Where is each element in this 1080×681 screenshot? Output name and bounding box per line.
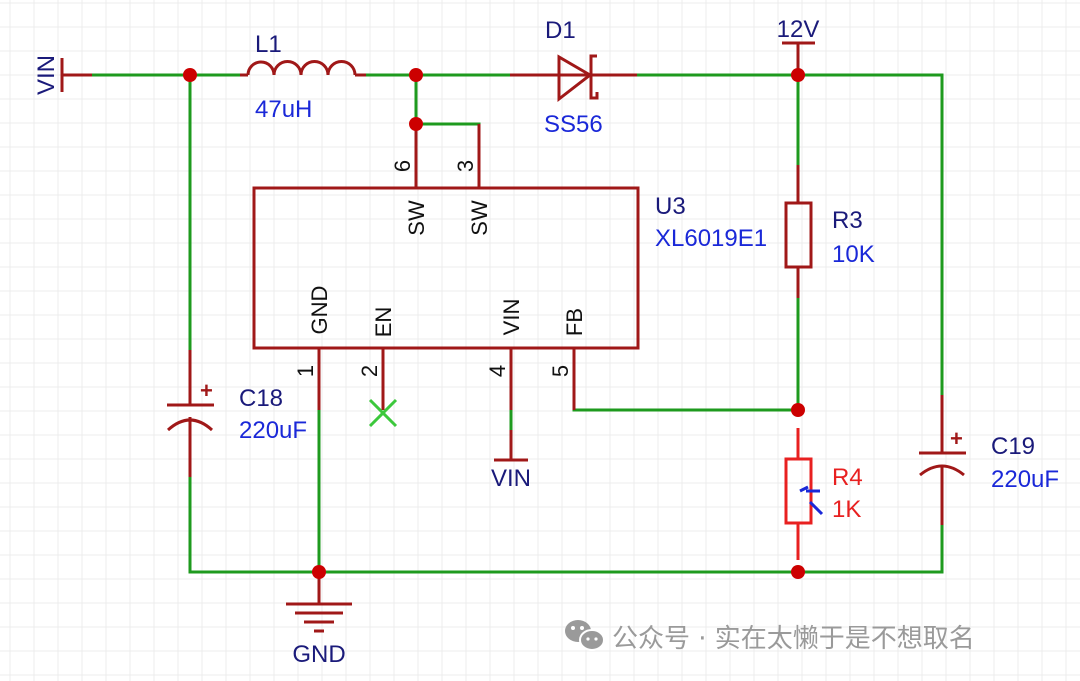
C19-polarity: + bbox=[950, 426, 963, 451]
R4-selection-arrow-icon bbox=[799, 485, 824, 516]
vin-port-left[interactable]: VIN bbox=[33, 55, 92, 95]
junction-gnd bbox=[312, 565, 326, 579]
C18-polarity: + bbox=[200, 378, 213, 403]
junction-12v bbox=[791, 68, 805, 82]
vin-bottom-label: VIN bbox=[491, 465, 531, 492]
R4-value: 1K bbox=[832, 496, 861, 523]
watermark: 公众号 · 实在太懒于是不想取名 bbox=[565, 620, 975, 654]
U3-pin-name-fb: FB bbox=[562, 308, 587, 336]
ic-U3[interactable]: 6 3 SW SW GND EN VIN FB 1 2 4 5 U3 XL601… bbox=[252, 124, 767, 460]
U3-value: XL6019E1 bbox=[655, 225, 767, 252]
U3-pin-name-sw1: SW bbox=[404, 200, 429, 236]
wires bbox=[90, 73, 944, 574]
U3-pin-num-3: 3 bbox=[453, 160, 478, 172]
12v-port[interactable]: 12V bbox=[777, 16, 820, 75]
U3-pin-num-1: 1 bbox=[293, 365, 318, 377]
U3-pin-name-en: EN bbox=[371, 307, 396, 338]
wechat-icon bbox=[565, 620, 605, 651]
wire-gnd-rail bbox=[188, 475, 944, 574]
gnd-port[interactable]: GND bbox=[286, 572, 352, 668]
resistor-R4[interactable]: R4 1K bbox=[784, 428, 863, 560]
vin-port-bottom[interactable]: VIN bbox=[491, 458, 531, 492]
junction-gnd-r4 bbox=[791, 565, 805, 579]
junction-sw bbox=[409, 68, 423, 82]
C18-designator: C18 bbox=[239, 385, 283, 412]
U3-pin-name-vin: VIN bbox=[499, 299, 524, 336]
capacitor-C18[interactable]: + C18 220uF bbox=[166, 350, 307, 477]
U3-pin-num-5: 5 bbox=[548, 365, 573, 377]
U3-pin-name-sw2: SW bbox=[467, 200, 492, 236]
gnd-label: GND bbox=[292, 641, 345, 668]
R4-designator: R4 bbox=[832, 464, 863, 491]
inductor-L1[interactable]: L1 47uH bbox=[240, 31, 366, 123]
C19-value: 220uF bbox=[991, 466, 1059, 493]
no-connect-marker bbox=[368, 398, 398, 428]
junction-vin bbox=[183, 68, 197, 82]
wire-12v-rail bbox=[635, 73, 944, 407]
junction-sw-bridge bbox=[409, 117, 423, 131]
D1-value: SS56 bbox=[544, 111, 603, 138]
U3-pin-num-4: 4 bbox=[485, 365, 510, 377]
U3-pin-name-gnd: GND bbox=[307, 286, 332, 335]
R3-designator: R3 bbox=[832, 207, 863, 234]
junction-fb bbox=[791, 403, 805, 417]
vin-left-label: VIN bbox=[33, 55, 60, 95]
C19-designator: C19 bbox=[991, 433, 1035, 460]
U3-designator: U3 bbox=[655, 193, 686, 220]
watermark-text: 公众号 · 实在太懒于是不想取名 bbox=[612, 624, 975, 654]
C18-value: 220uF bbox=[239, 417, 307, 444]
L1-designator: L1 bbox=[255, 31, 282, 58]
diode-D1[interactable]: D1 SS56 bbox=[510, 17, 637, 138]
R3-value: 10K bbox=[832, 241, 875, 268]
resistor-R3[interactable]: R3 10K bbox=[784, 165, 875, 298]
junctions bbox=[183, 68, 805, 579]
U3-pin-num-6: 6 bbox=[390, 160, 415, 172]
L1-value: 47uH bbox=[255, 96, 312, 123]
U3-pin-num-2: 2 bbox=[357, 365, 382, 377]
D1-designator: D1 bbox=[545, 17, 576, 44]
12v-label: 12V bbox=[777, 16, 820, 43]
capacitor-C19[interactable]: + C19 220uF bbox=[919, 395, 1059, 525]
